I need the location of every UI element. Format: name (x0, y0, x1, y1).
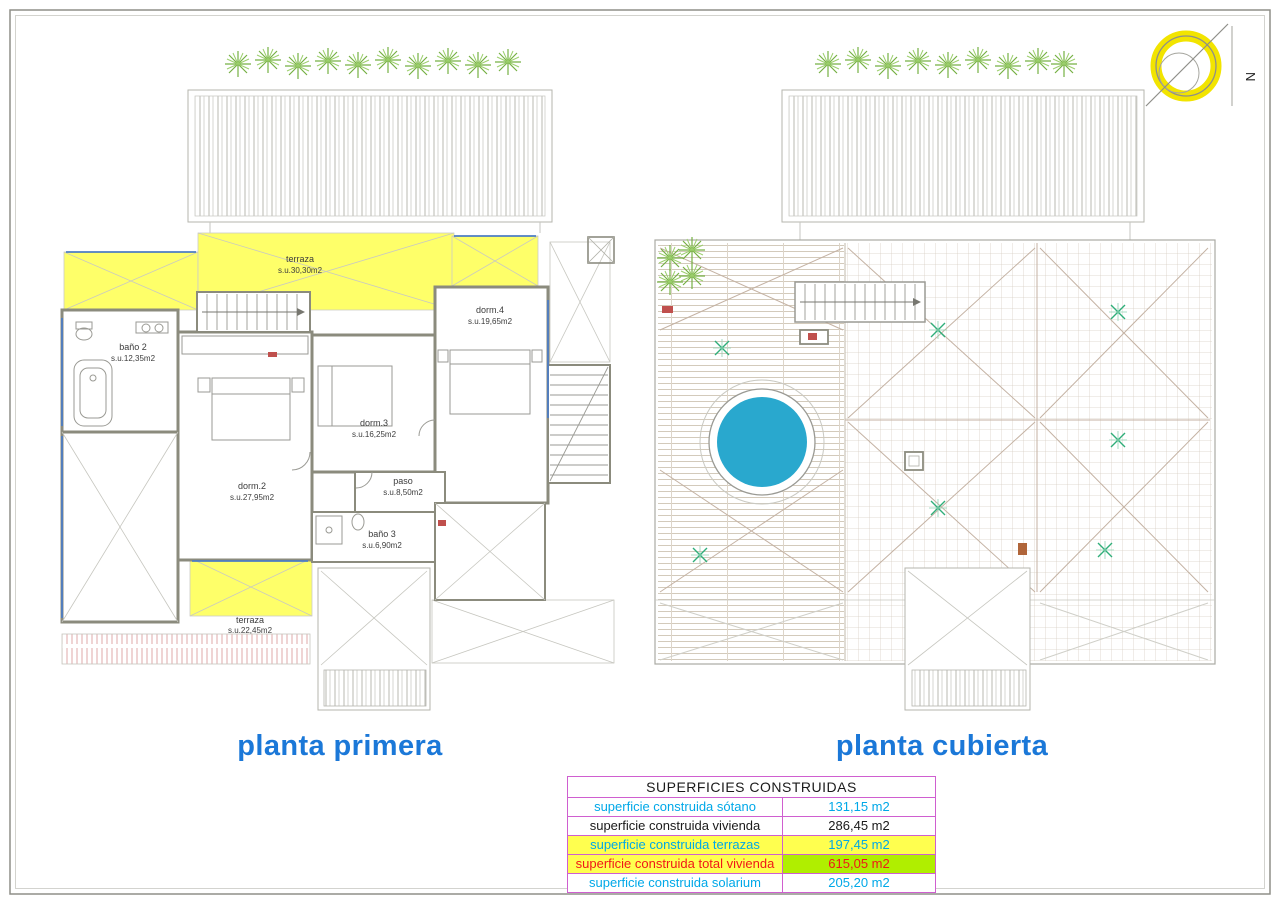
table-row: superficie construida terrazas 197,45 m2 (568, 836, 935, 855)
left-plants-row (224, 46, 522, 80)
door-arc (291, 451, 311, 471)
table-row-label: superficie construida sótano (568, 798, 783, 816)
door-arc (355, 471, 373, 489)
room-area: s.u.27,95m2 (230, 493, 275, 502)
stairs-right (547, 364, 611, 484)
roof-stairs (794, 281, 926, 345)
detail-mark (1018, 543, 1027, 555)
room-label: baño 2 (119, 342, 147, 352)
pool (699, 379, 825, 505)
table-row-label: superficie construida vivienda (568, 817, 783, 835)
room-label: terraza (236, 615, 264, 625)
table-row-value: 286,45 m2 (783, 817, 935, 835)
room-bano3 (311, 511, 436, 563)
left-bottom-pergola (317, 567, 431, 711)
room-label: dorm.4 (476, 305, 504, 315)
room-labels: terraza s.u.30,30m2 dorm.4 s.u.19,65m2 b… (111, 254, 513, 635)
detail-mark (662, 306, 673, 313)
table-row-label: superficie construida total vivienda (568, 855, 783, 873)
toilet-2 (351, 513, 365, 531)
terrace-highlights (63, 232, 539, 617)
room-dorm4 (433, 285, 550, 505)
room-area: s.u.6,90m2 (362, 541, 402, 550)
left-pergola (187, 89, 553, 233)
roof-cross-marks (659, 247, 1209, 661)
table-row-label: superficie construida solarium (568, 874, 783, 892)
table-row-value: 131,15 m2 (783, 798, 935, 816)
furniture (73, 321, 543, 545)
table-row-value: 205,20 m2 (783, 874, 935, 892)
bathtub (73, 359, 113, 427)
roof-plan (654, 236, 1216, 711)
bed-dorm4 (449, 349, 531, 415)
closet (181, 335, 309, 355)
right-pergola (781, 89, 1145, 240)
detail-mark (438, 520, 446, 526)
detail-mark (268, 352, 277, 357)
areas-table-title: SUPERFICIES CONSTRUIDAS (568, 777, 935, 798)
bed-dorm2 (211, 377, 291, 441)
room-dorm3 (310, 333, 437, 474)
right-plan-title: planta cubierta (835, 730, 1049, 762)
room-area: s.u.30,30m2 (278, 266, 323, 275)
room-dorm2 (176, 330, 314, 562)
right-bottom-pergola (904, 567, 1031, 711)
chimney (904, 451, 924, 471)
room-area: s.u.16,25m2 (352, 430, 397, 439)
room-label: dorm.2 (238, 481, 266, 491)
left-plan-title: planta primera (237, 730, 443, 762)
table-row: superficie construida vivienda 286,45 m2 (568, 817, 935, 836)
table-row: superficie construida total vivienda 615… (568, 855, 935, 874)
window-lines (61, 235, 549, 618)
shower (315, 515, 343, 545)
terrace-cross-marks (61, 431, 546, 623)
areas-table: SUPERFICIES CONSTRUIDAS superficie const… (567, 776, 936, 893)
sink (135, 321, 169, 334)
table-row-value: 615,05 m2 (783, 855, 935, 873)
room-area: s.u.8,50m2 (383, 488, 423, 497)
room-label: terraza (286, 254, 314, 264)
room-label: baño 3 (368, 529, 396, 539)
door-arc (418, 419, 436, 437)
table-row: superficie construida sótano 131,15 m2 (568, 798, 935, 817)
table-row-value: 197,45 m2 (783, 836, 935, 854)
first-floor-plan: terraza s.u.30,30m2 dorm.4 s.u.19,65m2 b… (60, 232, 615, 711)
detail-mark (808, 333, 817, 340)
table-row-label: superficie construida terrazas (568, 836, 783, 854)
room-paso (354, 471, 446, 513)
toilet (75, 327, 93, 341)
room-area: s.u.12,35m2 (111, 354, 156, 363)
bed-dorm3 (317, 365, 393, 427)
right-plants-row (814, 46, 1078, 80)
room-label: paso (393, 476, 413, 486)
room-bano2 (60, 308, 180, 434)
room-area: s.u.22,45m2 (228, 626, 273, 635)
lower-terrace-hatch (61, 633, 311, 665)
room-area: s.u.19,65m2 (468, 317, 513, 326)
stairs-top (196, 291, 311, 333)
table-row: superficie construida solarium 205,20 m2 (568, 874, 935, 892)
pool-water (717, 397, 807, 487)
room-label: dorm.3 (360, 418, 388, 428)
north-compass: N (1145, 23, 1258, 107)
north-label: N (1243, 72, 1258, 81)
